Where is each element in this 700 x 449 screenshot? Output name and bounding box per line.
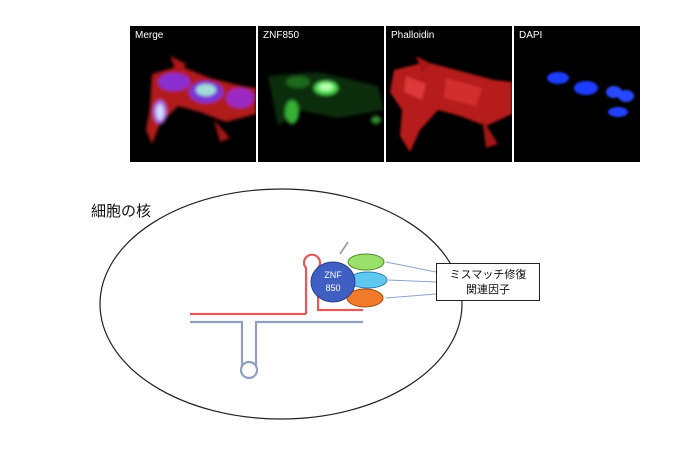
dna-loop-blue xyxy=(239,360,259,380)
panel-label-phalloidin: Phalloidin xyxy=(391,30,435,41)
znf850-label: ZNF 850 xyxy=(312,269,354,295)
dna-strand-blue-left xyxy=(190,320,244,368)
dapi-image xyxy=(514,26,640,162)
znf850-image xyxy=(258,26,384,162)
merge-image xyxy=(130,26,256,162)
dna-strand-tip xyxy=(339,241,349,255)
panel-label-znf850: ZNF850 xyxy=(263,30,300,41)
znf850-label-line2: 850 xyxy=(325,283,341,293)
connector-cyan xyxy=(387,279,437,283)
panel-phalloidin: Phalloidin xyxy=(386,26,512,162)
phalloidin-image xyxy=(386,26,512,162)
nucleus-outline xyxy=(99,188,463,420)
znf850-protein xyxy=(310,261,356,303)
connector-green xyxy=(385,261,437,273)
panel-znf850: ZNF850 xyxy=(258,26,384,162)
factor-green xyxy=(347,253,385,271)
factor-label-line2: 関連因子 xyxy=(466,283,510,296)
znf850-label-line1: ZNF xyxy=(324,270,342,280)
panel-label-merge: Merge xyxy=(135,30,164,41)
panel-merge: Merge xyxy=(130,26,256,162)
factor-label-line1: ミスマッチ修復 xyxy=(449,268,527,281)
panel-label-dapi: DAPI xyxy=(519,30,543,41)
dna-strand-blue-right xyxy=(254,320,363,368)
nucleus-label: 細胞の核 xyxy=(91,202,152,220)
connector-orange xyxy=(385,293,437,299)
panel-dapi: DAPI xyxy=(514,26,640,162)
mismatch-repair-factor-box: ミスマッチ修復 関連因子 xyxy=(436,263,540,301)
microscopy-panel-strip: Merge ZNF850 xyxy=(130,26,640,162)
